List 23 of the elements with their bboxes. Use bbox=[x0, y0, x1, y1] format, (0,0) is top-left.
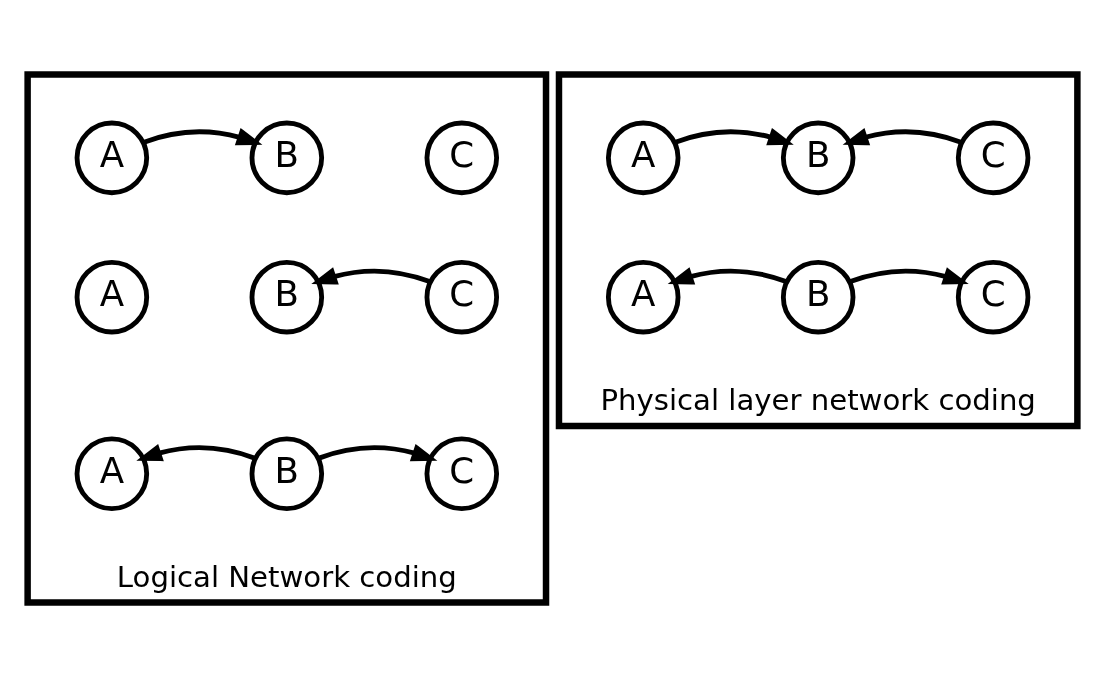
node-circle: C bbox=[424, 259, 500, 334]
node-circle: C bbox=[424, 436, 500, 511]
arrow bbox=[673, 127, 794, 145]
arrow bbox=[317, 443, 438, 461]
node-circle: B bbox=[249, 120, 325, 195]
node-circle: A bbox=[74, 436, 150, 511]
node-circle: C bbox=[955, 120, 1031, 195]
node-circle: C bbox=[424, 120, 500, 195]
arrow bbox=[842, 127, 963, 145]
arrow bbox=[848, 266, 969, 285]
arrow bbox=[142, 127, 263, 145]
node-circle: A bbox=[74, 120, 150, 195]
arrow bbox=[311, 266, 432, 285]
node-circle: A bbox=[605, 120, 681, 195]
node-circle: B bbox=[780, 120, 856, 195]
arrow bbox=[667, 266, 788, 285]
node-circle: B bbox=[249, 259, 325, 334]
node-circle: B bbox=[780, 259, 856, 334]
node-circle: A bbox=[74, 259, 150, 334]
arrow bbox=[136, 443, 257, 461]
node-circle: C bbox=[955, 259, 1031, 334]
node-circle: B bbox=[249, 436, 325, 511]
node-circle: A bbox=[605, 259, 681, 334]
